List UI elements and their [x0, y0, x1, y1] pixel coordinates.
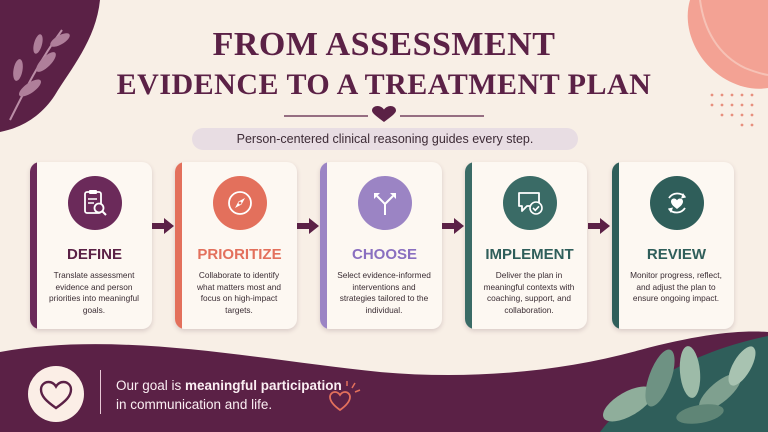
clipboard-search-icon	[84, 190, 107, 216]
compass-icon	[228, 191, 252, 215]
cycle-heart-icon	[668, 192, 686, 214]
chat-check-icon	[518, 192, 543, 215]
step-description: Deliver the plan in meaningful contexts …	[483, 270, 575, 315]
arrow-right-icon	[588, 218, 610, 234]
heart-icon	[372, 106, 396, 122]
arrow-right-icon	[152, 218, 174, 234]
footer-heart-badge	[28, 366, 84, 422]
card-accent-bar	[175, 162, 182, 329]
choose-icon-circle	[358, 176, 412, 230]
step-description: Translate assessment evidence and person…	[49, 270, 139, 315]
step-label: DEFINE	[66, 246, 122, 263]
define-icon-circle	[68, 176, 122, 230]
subtitle: Person-centered clinical reasoning guide…	[192, 128, 578, 150]
step-card-prioritize: PRIORITIZE Collaborate to identify what …	[175, 162, 297, 329]
step-description: Monitor progress, reflect, and adjust th…	[630, 270, 722, 303]
card-accent-bar	[612, 162, 619, 329]
footer-message: Our goal is meaningful participation in …	[116, 376, 342, 414]
step-card-define: DEFINE Translate assessment evidence and…	[30, 162, 152, 329]
step-label: PRIORITIZE	[197, 246, 282, 263]
footer-divider	[100, 370, 101, 414]
card-accent-bar	[465, 162, 472, 329]
step-card-implement: IMPLEMENT Deliver the plan in meaningful…	[465, 162, 587, 329]
heart-divider	[284, 106, 484, 122]
implement-icon-circle	[503, 176, 557, 230]
prioritize-icon-circle	[213, 176, 267, 230]
page-title-line1: FROM ASSESSMENT	[212, 26, 556, 63]
step-label: IMPLEMENT	[485, 246, 574, 263]
arrow-right-icon	[297, 218, 319, 234]
step-label: REVIEW	[646, 246, 707, 263]
heart-outline-icon	[39, 380, 73, 410]
step-description: Collaborate to identify what matters mos…	[197, 270, 281, 315]
step-card-review: REVIEW Monitor progress, reflect, and ad…	[612, 162, 734, 329]
split-arrows-icon	[374, 193, 396, 215]
card-accent-bar	[320, 162, 327, 329]
step-card-choose: CHOOSE Select evidence-informed interven…	[320, 162, 442, 329]
review-icon-circle	[650, 176, 704, 230]
step-label: CHOOSE	[351, 246, 417, 263]
footer-suffix: in communication and life.	[116, 397, 273, 412]
page-title-line2: EVIDENCE TO A TREATMENT PLAN	[116, 68, 652, 101]
step-description: Select evidence-informed interventions a…	[337, 270, 431, 315]
footer-prefix: Our goal is	[116, 378, 186, 393]
sparkle-heart-icon	[329, 381, 361, 412]
arrow-right-icon	[442, 218, 464, 234]
card-accent-bar	[30, 162, 37, 329]
footer-highlight: meaningful participation	[185, 378, 342, 393]
